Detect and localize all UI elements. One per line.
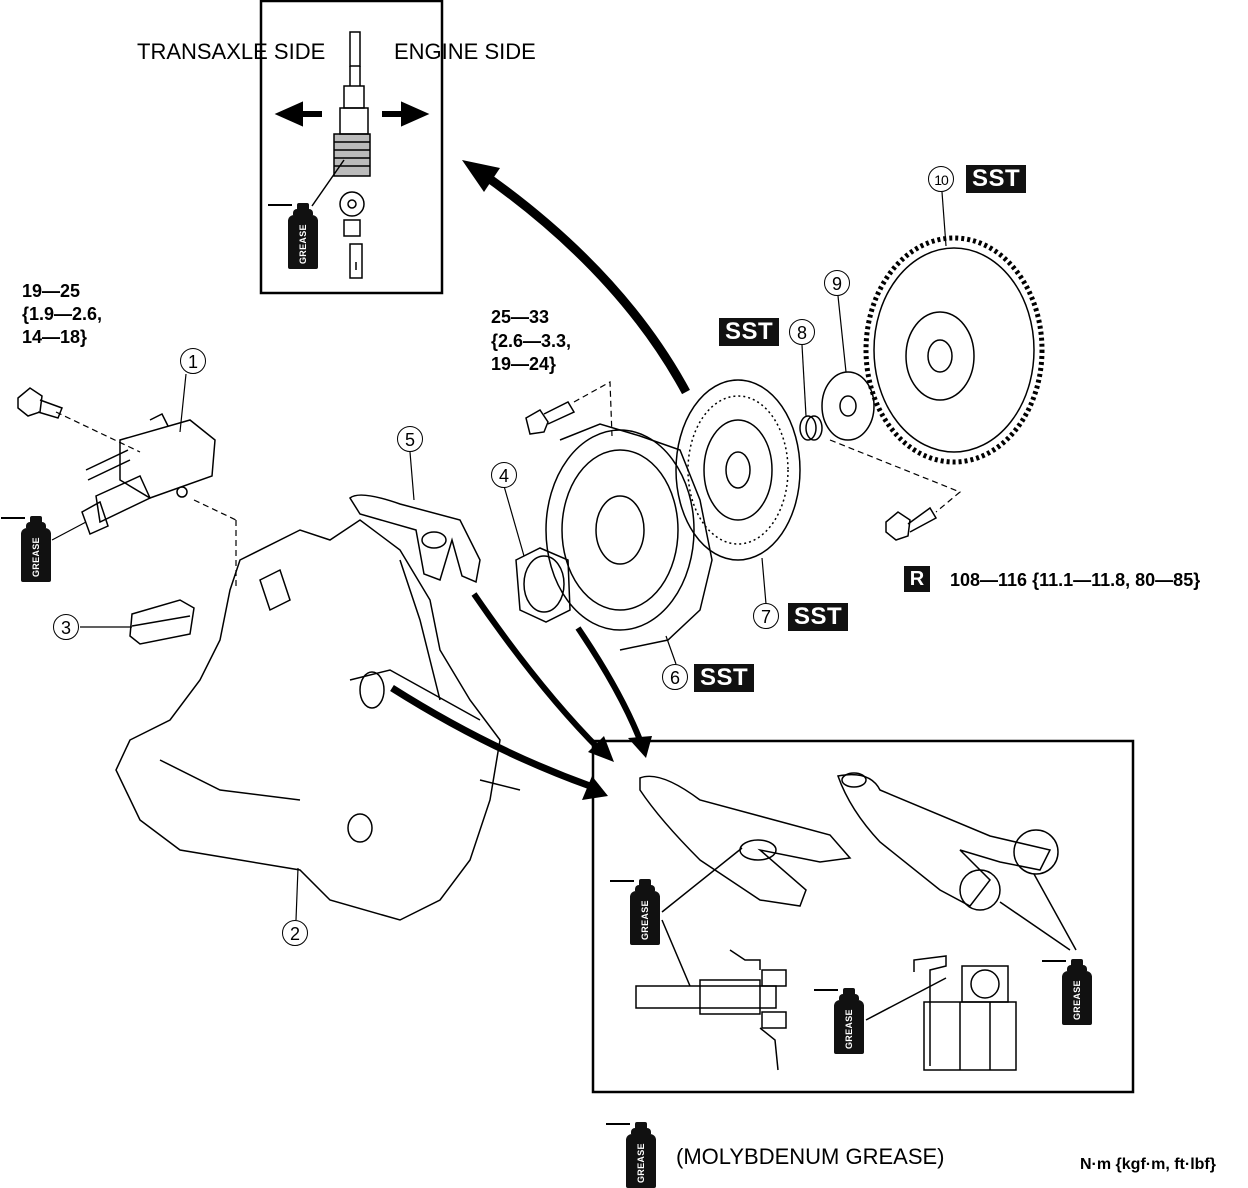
bottom-detail-illustrations bbox=[635, 772, 1077, 1071]
grease-can-legend: GREASE bbox=[606, 1122, 656, 1188]
big-arrow-to-top-box-head bbox=[462, 160, 500, 192]
big-arrow-shaft-head bbox=[582, 776, 608, 800]
transaxle-side-label: TRANSAXLE SIDE bbox=[137, 39, 326, 64]
legend-molybdenum-grease: (MOLYBDENUM GREASE) bbox=[676, 1144, 945, 1169]
leader-bolt-cover-dashed bbox=[573, 381, 613, 437]
torque-3: 108—116 {11.1—11.8, 80—85} bbox=[950, 570, 1201, 590]
release-fork bbox=[349, 494, 481, 584]
reuse-prohibited-r-badge: R bbox=[904, 566, 930, 592]
leader-callout5 bbox=[409, 451, 415, 501]
clutch-disc bbox=[675, 379, 801, 561]
clutch-cover bbox=[545, 423, 713, 651]
part-3-guide bbox=[129, 599, 195, 645]
slave-cylinder bbox=[81, 412, 216, 536]
torque-unit-note: N·m {kgf·m, ft·lbf} bbox=[1080, 1156, 1216, 1173]
bottom-detail-box bbox=[591, 739, 1135, 1094]
sst-badge-flywheel: SST bbox=[966, 165, 1027, 194]
callout-9: 9 bbox=[824, 270, 850, 296]
leader-callout1 bbox=[179, 373, 187, 433]
backing-plate bbox=[821, 371, 875, 441]
callout-6: 6 bbox=[662, 664, 688, 690]
bolt-flywheel bbox=[885, 506, 938, 541]
torque-1-line2: {1.9—2.6, bbox=[22, 304, 103, 324]
bolt-1 bbox=[17, 387, 63, 419]
callout-7: 7 bbox=[753, 603, 779, 629]
torque-2-line1: 25—33 bbox=[491, 307, 550, 327]
leader-callout9 bbox=[837, 295, 847, 373]
top-detail-fork-illustration bbox=[333, 31, 371, 279]
grease-can-right-detail: GREASE bbox=[1042, 959, 1092, 1025]
callout-8: 8 bbox=[789, 319, 815, 345]
torque-2-line3: 19—24} bbox=[491, 354, 557, 374]
grease-can-slave-cylinder: GREASE bbox=[1, 516, 51, 582]
leader-callout2 bbox=[295, 867, 299, 921]
big-arrow-fork-head bbox=[588, 736, 614, 762]
leader-bolt-flywheel-dashed bbox=[829, 439, 962, 513]
big-arrow-bearing-head bbox=[628, 736, 652, 758]
pilot-bearing bbox=[799, 415, 823, 441]
sst-badge-pilot-bearing: SST bbox=[719, 318, 780, 347]
callout-5: 5 bbox=[397, 426, 423, 452]
callout-3: 3 bbox=[53, 614, 79, 640]
leader-callout7 bbox=[761, 557, 767, 605]
big-arrow-fork-to-detail bbox=[471, 592, 603, 753]
transaxle-housing bbox=[115, 519, 521, 921]
leader-callout8 bbox=[801, 344, 807, 417]
callout-1: 1 bbox=[180, 348, 206, 374]
big-arrow-bearing-to-detail bbox=[575, 626, 643, 742]
leader-grease-slave bbox=[51, 521, 87, 541]
callout-4: 4 bbox=[491, 462, 517, 488]
sst-badge-clutch-cover: SST bbox=[694, 664, 755, 693]
top-detail-box bbox=[259, 0, 444, 295]
leader-bolt1-dashed bbox=[55, 411, 141, 453]
big-arrow-to-top-box bbox=[477, 168, 690, 395]
top-grease-leader bbox=[311, 159, 345, 207]
grease-can-top-detail: GREASE bbox=[268, 203, 318, 269]
big-arrow-shaft-to-detail bbox=[390, 685, 592, 790]
grease-can-bearing-detail: GREASE bbox=[814, 988, 864, 1054]
torque-1-line3: 14—18} bbox=[22, 327, 88, 347]
leader-slave-dashed bbox=[193, 499, 237, 521]
engine-side-label: ENGINE SIDE bbox=[394, 39, 536, 64]
torque-1-line1: 19—25 bbox=[22, 281, 81, 301]
bolt-clutch-cover bbox=[525, 401, 576, 435]
flywheel bbox=[863, 235, 1045, 465]
callout-10: 10 bbox=[928, 166, 954, 192]
arrow-engine-side bbox=[382, 101, 430, 127]
leader-callout6 bbox=[665, 635, 677, 665]
arrow-transaxle-side bbox=[274, 101, 322, 127]
callout-2: 2 bbox=[282, 920, 308, 946]
leader-callout4 bbox=[503, 485, 525, 557]
leader-callout10 bbox=[941, 191, 947, 247]
torque-2-line2: {2.6—3.3, bbox=[491, 331, 572, 351]
release-bearing bbox=[515, 547, 571, 623]
sst-badge-clutch-disc: SST bbox=[788, 603, 849, 632]
grease-can-fork-detail: GREASE bbox=[610, 879, 660, 945]
